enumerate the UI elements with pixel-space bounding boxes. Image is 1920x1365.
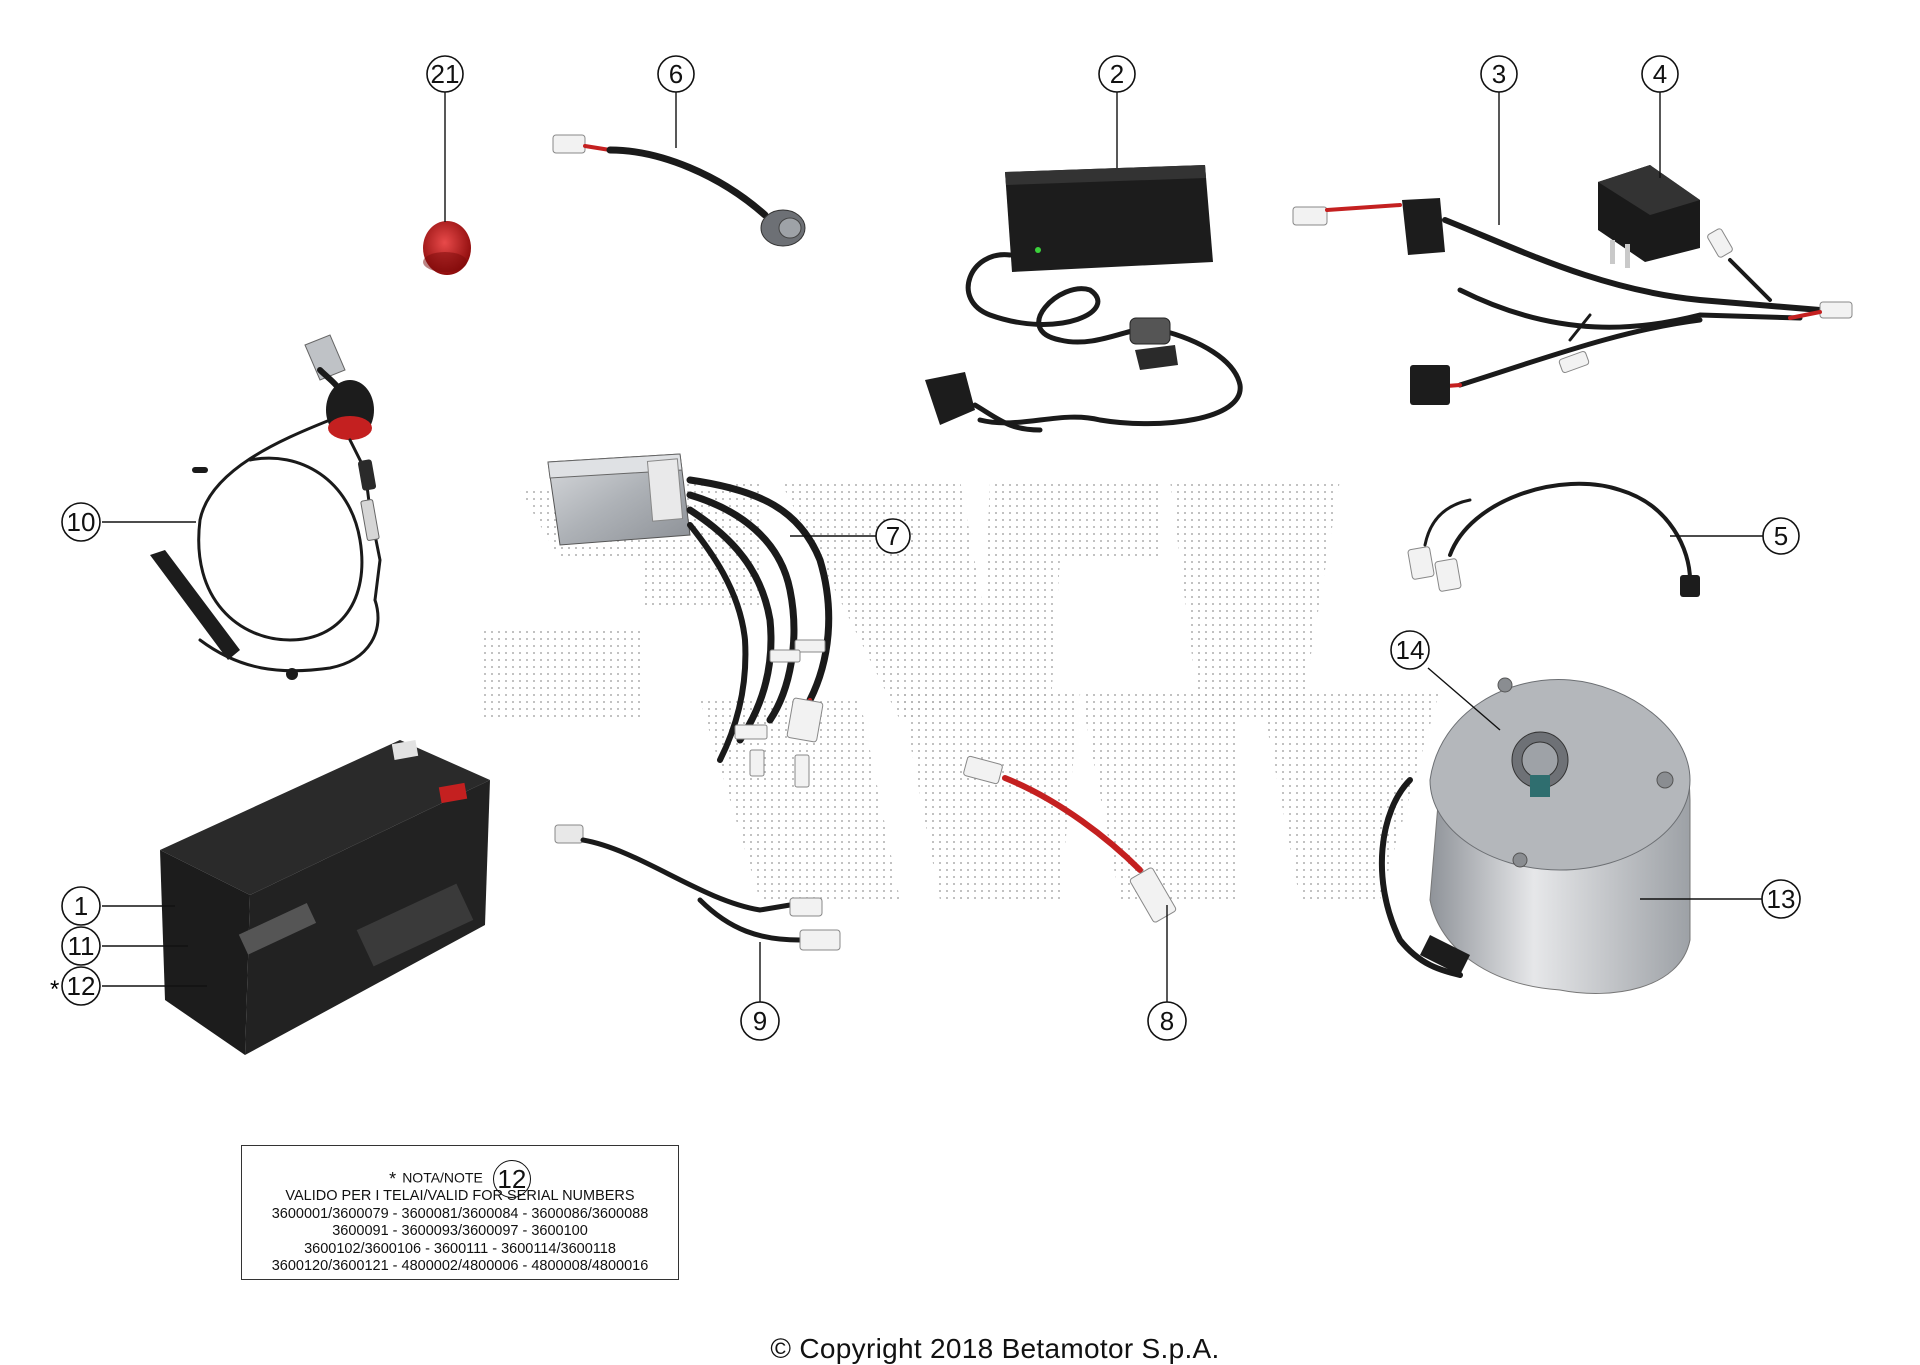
asterisk-marker: * xyxy=(50,976,59,1003)
callout-14: 14 xyxy=(1390,630,1430,670)
callout-6: 6 xyxy=(657,55,695,93)
leader-lines xyxy=(102,92,1763,1002)
part-7-controller xyxy=(547,453,833,788)
svg-text:4: 4 xyxy=(1653,59,1667,89)
part-21-red-cap xyxy=(423,221,471,275)
note-asterisk: * xyxy=(389,1168,397,1189)
note-line: 3600001/3600079 - 3600081/3600084 - 3600… xyxy=(271,1205,649,1222)
note-heading-row: * NOTA/NOTE 12 xyxy=(242,1160,678,1198)
svg-text:9: 9 xyxy=(753,1006,767,1036)
svg-text:21: 21 xyxy=(431,59,460,89)
callout-10: 10 xyxy=(61,502,101,542)
part-8-red-cable xyxy=(963,755,1177,923)
callout-21: 21 xyxy=(426,55,464,93)
svg-text:5: 5 xyxy=(1774,521,1788,551)
svg-text:12: 12 xyxy=(67,971,96,1001)
part-1-battery xyxy=(160,740,490,1055)
callout-3: 3 xyxy=(1480,55,1518,93)
part-9-y-cable xyxy=(554,824,841,951)
svg-text:10: 10 xyxy=(67,507,96,537)
callout-5: 5 xyxy=(1762,517,1800,555)
serial-number-note: * NOTA/NOTE 12 VALIDO PER I TELAI/VALID FO… xyxy=(241,1145,679,1280)
watermark xyxy=(480,480,1440,900)
part-10-kill-switch-cable xyxy=(150,334,382,680)
note-line: 3600091 - 3600093/3600097 - 3600100 xyxy=(332,1223,588,1239)
callout-13: 13 xyxy=(1761,879,1801,919)
part-3-wiring-harness xyxy=(1292,198,1853,405)
callout-9: 9 xyxy=(740,1001,780,1041)
callout-4: 4 xyxy=(1641,55,1679,93)
note-body: VALIDO PER I TELAI/VALID FOR SERIAL NUMB… xyxy=(242,1188,678,1276)
callout-2: 2 xyxy=(1098,55,1136,93)
note-line: 3600120/3600121 - 4800002/4800006 - 4800… xyxy=(271,1258,649,1274)
svg-text:2: 2 xyxy=(1110,59,1124,89)
svg-text:14: 14 xyxy=(1396,635,1425,665)
part-14-sprocket xyxy=(1511,731,1569,797)
callout-12: 12 xyxy=(61,966,101,1006)
part-4-relay xyxy=(1598,165,1700,268)
callout-8: 8 xyxy=(1147,1001,1187,1041)
note-line: 3600102/3600106 - 3600111 - 3600114/3600… xyxy=(304,1240,616,1257)
svg-text:11: 11 xyxy=(68,931,95,961)
note-line: VALIDO PER I TELAI/VALID FOR SERIAL NUMB… xyxy=(285,1188,635,1204)
callout-1: 1 xyxy=(61,886,101,926)
svg-text:1: 1 xyxy=(74,891,88,921)
callout-11: 11 xyxy=(61,926,101,966)
note-ref-callout: 12 xyxy=(492,1160,531,1198)
note-heading: NOTA/NOTE xyxy=(402,1169,483,1186)
callout-7: 7 xyxy=(875,518,911,554)
svg-text:7: 7 xyxy=(886,521,900,551)
part-5-sensor-cable xyxy=(1407,481,1700,597)
part-2-battery-charger xyxy=(925,165,1243,433)
svg-text:8: 8 xyxy=(1160,1006,1174,1036)
copyright-notice: © Copyright 2018 Betamotor S.p.A. xyxy=(770,1333,1220,1364)
svg-text:3: 3 xyxy=(1492,59,1506,89)
svg-text:13: 13 xyxy=(1767,884,1796,914)
svg-text:6: 6 xyxy=(669,59,683,89)
part-6-socket-cable xyxy=(552,134,806,247)
